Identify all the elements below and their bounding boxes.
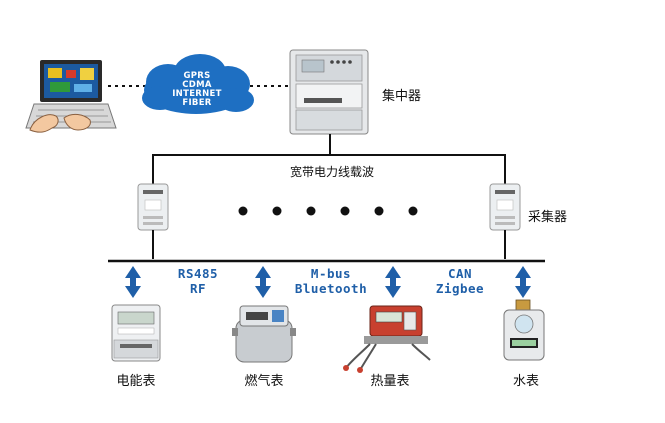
network-line: INTERNET [172,89,222,99]
protocol-group: M-bus Bluetooth [286,266,376,296]
concentrator-device [289,49,369,135]
double-arrows [125,266,531,298]
device-label-heat: 热量表 [370,374,410,389]
device-label-electricity: 电能表 [116,374,156,389]
protocol-group: CAN Zigbee [420,266,500,296]
protocol-group: RS485 RF [160,266,236,296]
water-meter [503,299,545,361]
network-line: CDMA [182,80,212,90]
network-line: GPRS [183,71,211,81]
heat-meter [343,305,431,373]
network-text: GPRS CDMA INTERNET FIBER [152,72,242,108]
ellipsis-dots [238,206,418,216]
protocol-name: RS485 [177,266,219,281]
protocol-name: Bluetooth [294,281,368,296]
device-label-gas: 燃气表 [244,374,284,389]
arrow-icon [385,266,401,298]
collector-device-left [137,183,169,231]
hands-icon [29,113,91,133]
arrow-icon [515,266,531,298]
protocol-name: Zigbee [435,281,485,296]
cloud-icon [142,54,254,114]
collector-device-right [489,183,521,231]
protocol-name: RF [189,281,207,296]
arrow-icon [125,266,141,298]
plc-label: 宽带电力线载波 [290,165,375,179]
arrow-icon [255,266,271,298]
device-label-water: 水表 [512,374,539,389]
concentrator-label: 集中器 [382,89,422,104]
gas-meter [232,305,296,363]
electricity-meter [111,304,161,362]
protocol-name: CAN [447,266,473,281]
protocol-name: M-bus [310,266,352,281]
network-line: FIBER [182,98,212,108]
collector-label: 采集器 [528,210,568,225]
